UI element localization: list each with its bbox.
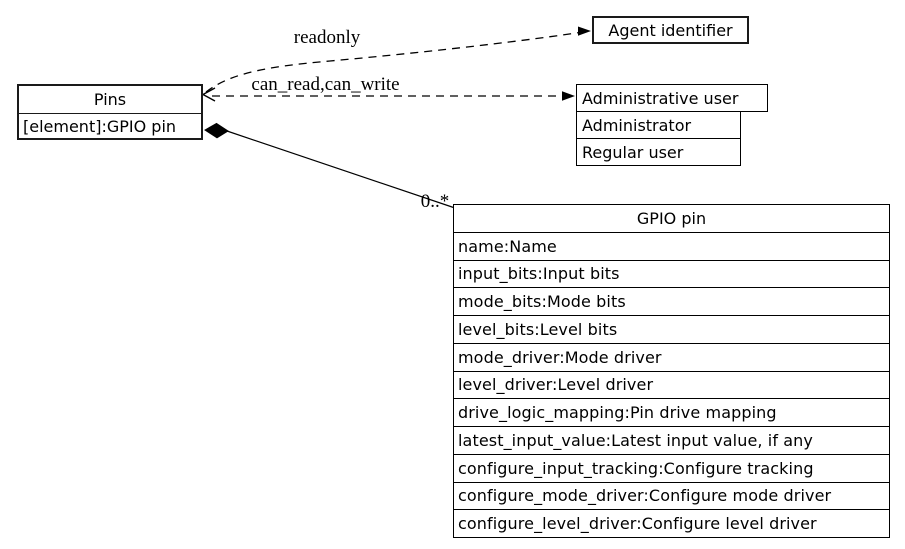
gpio-attribute-row: configure_mode_driver:Configure mode dri…: [454, 481, 889, 510]
gpio-attribute-row: mode_driver:Mode driver: [454, 342, 889, 371]
pins-vee-arrowhead-icon: [201, 87, 216, 102]
multiplicity-label: 0..*: [420, 191, 450, 212]
composition-diamond-icon: [204, 122, 229, 139]
agent-identifier-box: Agent identifier: [592, 16, 749, 44]
can-access-edge-label: can_read,can_write: [251, 74, 400, 95]
pins-attribute: [element]:GPIO pin: [23, 116, 177, 136]
gpio-attribute-row: level_driver:Level driver: [454, 370, 889, 399]
administrative-user-title: Administrative user: [582, 88, 739, 108]
gpio-attribute-row: level_bits:Level bits: [454, 315, 889, 343]
gpio-attribute-row: mode_bits:Mode bits: [454, 287, 889, 315]
readonly-edge-label: readonly: [293, 27, 361, 48]
can-access-arrowhead-icon: [562, 91, 575, 101]
gpio-attribute-row: drive_logic_mapping:Pin drive mapping: [454, 398, 889, 426]
composition-edge: [226, 130, 456, 209]
gpio-pin-class-title: GPIO pin: [636, 208, 707, 228]
agent-identifier-title: Agent identifier: [608, 20, 733, 40]
gpio-attribute-row: latest_input_value:Latest input value, i…: [454, 426, 889, 454]
gpio-attribute-row: input_bits:Input bits: [454, 259, 889, 288]
admin-variant-label: Regular user: [582, 142, 684, 162]
readonly-edge: [205, 31, 584, 93]
gpio-attribute-row: name:Name: [454, 231, 889, 260]
gpio-attribute-row: configure_level_driver:Configure level d…: [454, 509, 889, 537]
pins-class-box: Pins [element]:GPIO pin: [17, 84, 203, 140]
gpio-attribute-row: configure_input_tracking:Configure track…: [454, 453, 889, 482]
admin-variant-label: Administrator: [582, 115, 692, 135]
gpio-pin-class-box: GPIO pin name:Name input_bits:Input bits…: [453, 204, 890, 538]
readonly-arrowhead-icon: [578, 26, 591, 36]
admin-variant-regular-user: Regular user: [576, 138, 741, 166]
pins-class-title: Pins: [19, 86, 201, 114]
administrative-user-box: Administrative user: [576, 84, 768, 112]
admin-variant-administrator: Administrator: [576, 111, 741, 139]
